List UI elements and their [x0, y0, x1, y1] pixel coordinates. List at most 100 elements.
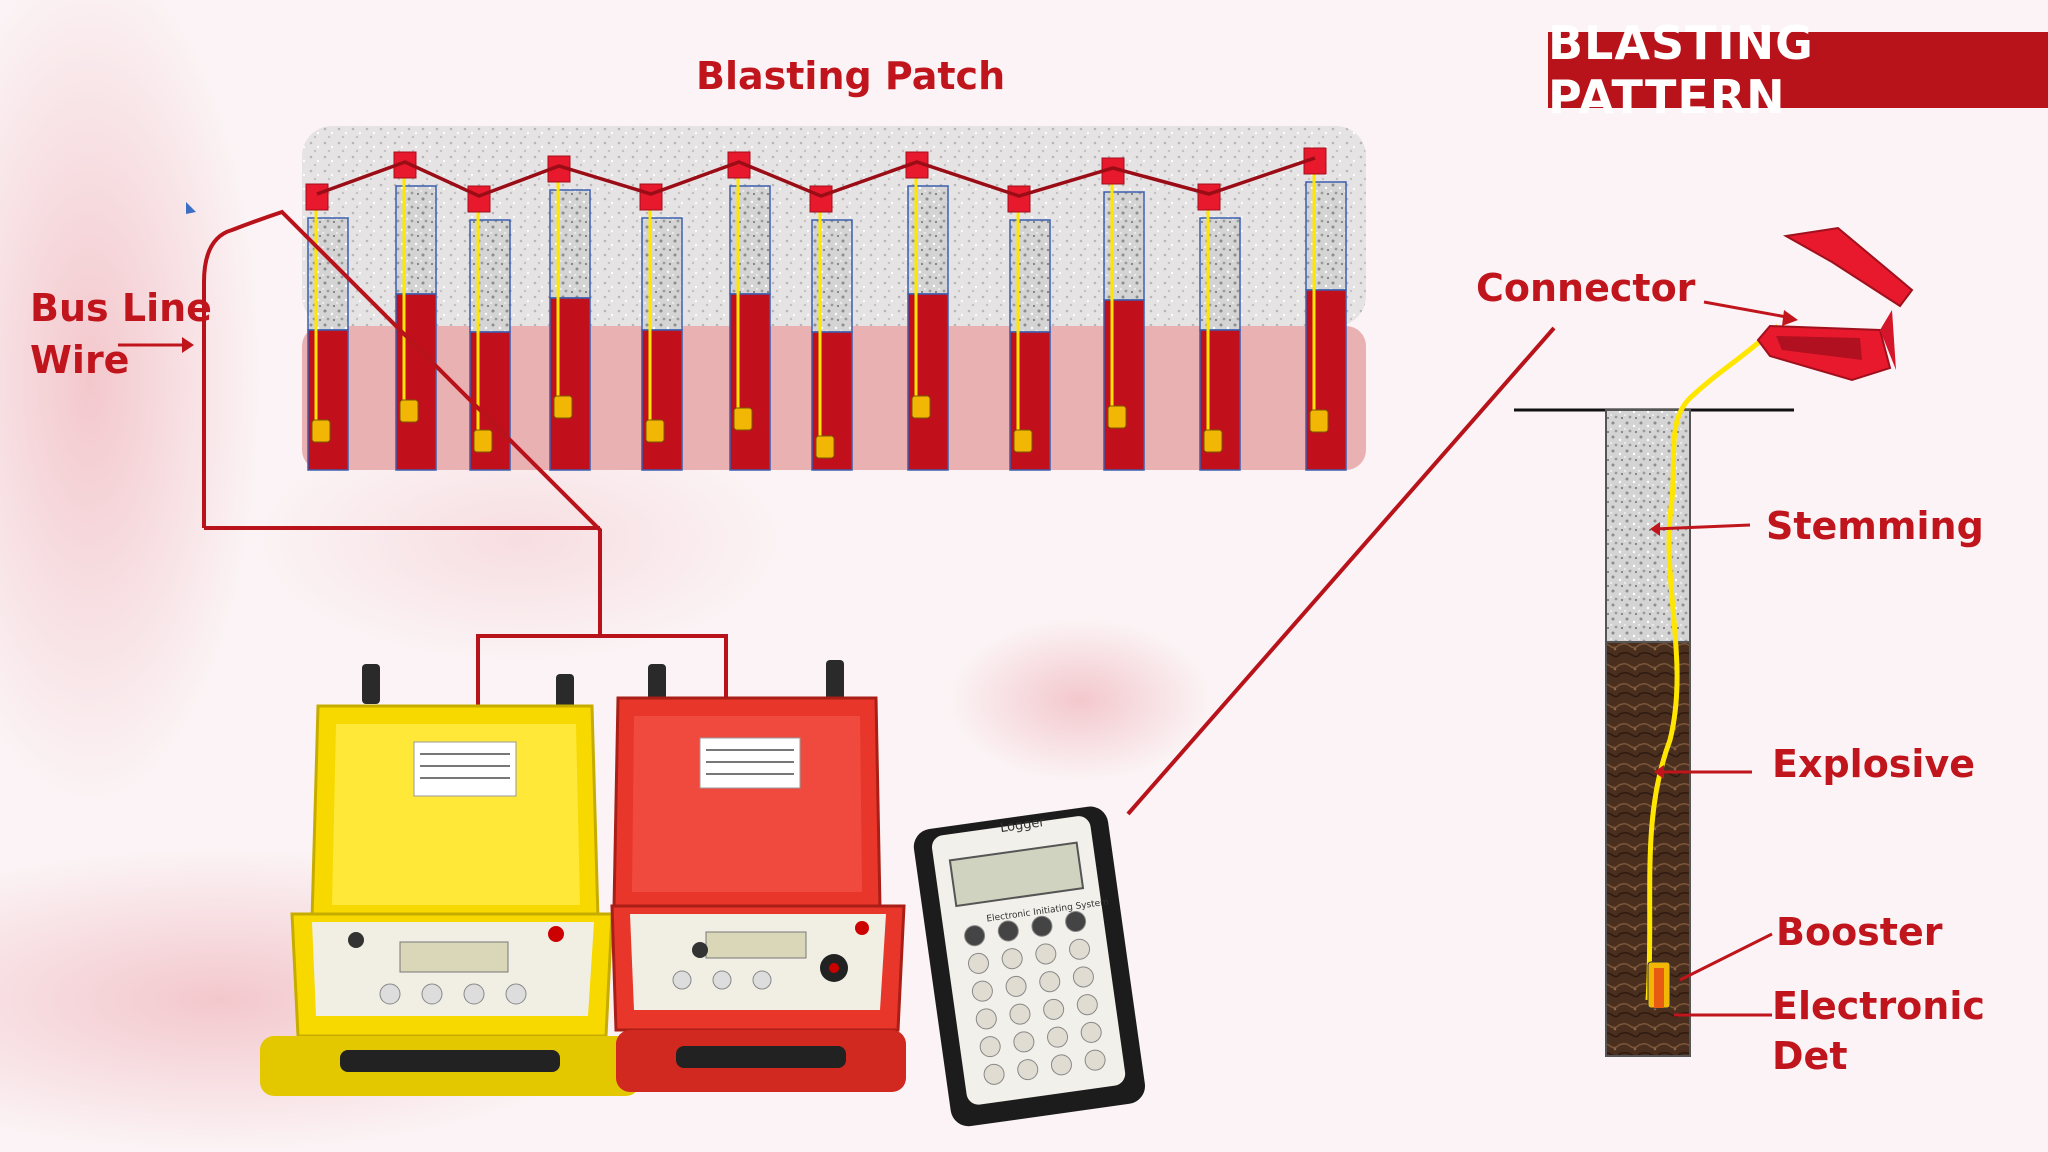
bg-smudge-center	[950, 620, 1210, 780]
hole-booster	[911, 395, 931, 419]
hole-charge	[641, 329, 683, 471]
hole-stemming	[641, 217, 683, 331]
hole-charge	[907, 293, 949, 471]
keypad-key	[1035, 943, 1057, 965]
keypad-key	[964, 925, 986, 947]
hole-stemming	[549, 189, 591, 299]
hole-stemming	[1305, 181, 1347, 291]
patch-bus-wire	[316, 156, 1316, 198]
electronic-det-label-2: Det	[1772, 1034, 1848, 1078]
hole-charge	[307, 329, 349, 471]
hole-stemming	[1199, 217, 1241, 331]
terminal-knob	[348, 932, 364, 948]
bg-smudge-left	[0, 0, 260, 800]
keypad-key	[1076, 994, 1098, 1016]
hole-stemming	[469, 219, 511, 333]
keypad-key	[1084, 1049, 1106, 1071]
case-latch	[362, 664, 380, 704]
detonator-lead-wire	[1645, 324, 1780, 1001]
keypad-key	[1043, 998, 1065, 1020]
hole-charge	[1103, 299, 1145, 471]
keypad-key	[1005, 975, 1027, 997]
hole-booster	[553, 395, 573, 419]
keypad-key	[1001, 948, 1023, 970]
hole-stemming	[729, 185, 771, 295]
hole-cross-section	[1514, 324, 1794, 1057]
terminal-knob	[548, 926, 564, 942]
keypad-key	[1039, 971, 1061, 993]
hole-connector	[809, 185, 833, 213]
keypad-key	[1069, 938, 1091, 960]
case-handle	[340, 1050, 560, 1072]
case-lid-inner	[332, 724, 580, 905]
keypad-key	[968, 952, 990, 974]
case-handle	[676, 1046, 846, 1068]
yellow-control-case	[260, 664, 640, 1096]
bus-line-label: Bus Line	[30, 286, 212, 330]
hole-booster	[1203, 429, 1223, 453]
keypad-key	[1031, 915, 1053, 937]
hole-connector	[467, 185, 491, 213]
device-display	[399, 941, 509, 973]
keypad-key	[971, 980, 993, 1002]
case-lid-inner	[632, 716, 862, 892]
spec-sticker	[413, 741, 517, 797]
hole-booster	[1013, 429, 1033, 453]
keypad-key	[983, 1063, 1005, 1085]
red-control-case	[610, 660, 906, 1092]
leader-line	[1126, 326, 1556, 816]
hole-booster	[815, 435, 835, 459]
control-panel	[630, 914, 886, 1010]
bus-line-wire	[202, 209, 602, 706]
keypad-key	[1047, 1026, 1069, 1048]
connector-icon	[1756, 226, 1914, 382]
hole-booster	[399, 399, 419, 423]
handheld-logger	[913, 806, 1146, 1127]
hole-stemming	[395, 185, 437, 295]
hole-charge	[1305, 289, 1347, 471]
hole-booster	[645, 419, 665, 443]
hole-booster	[473, 429, 493, 453]
hole-booster	[311, 419, 331, 443]
hole-stemming	[1103, 191, 1145, 301]
keypad-key	[1013, 1031, 1035, 1053]
hole-charge	[395, 293, 437, 471]
connector-label: Connector	[1476, 266, 1696, 310]
stemming-column	[1605, 409, 1691, 643]
hole-charge	[549, 297, 591, 471]
page-title: BLASTING PATTERN	[1548, 16, 2048, 124]
keypad-key	[997, 920, 1019, 942]
explosive-label: Explosive	[1772, 742, 1975, 786]
stemming-label: Stemming	[1766, 504, 1984, 548]
label-leaders	[1650, 300, 1798, 1017]
blast-holes	[305, 147, 1347, 471]
hole-booster	[1107, 405, 1127, 429]
hole-connector	[1007, 185, 1031, 213]
keypad-key	[1009, 1003, 1031, 1025]
hole-connector	[305, 183, 329, 211]
hole-booster	[733, 407, 753, 431]
hole-stemming	[1009, 219, 1051, 333]
hole-stemming	[907, 185, 949, 295]
keypad-key	[1017, 1059, 1039, 1081]
keypad-key	[1065, 910, 1087, 932]
bg-smudge-mid	[260, 420, 780, 660]
hole-connector	[1197, 183, 1221, 211]
bus-line-label-wire: Wire	[30, 338, 130, 382]
device-display	[705, 931, 807, 959]
hole-connector	[639, 183, 663, 211]
booster-label: Booster	[1776, 910, 1943, 954]
logger-screen	[948, 841, 1085, 908]
keypad-key	[1050, 1054, 1072, 1076]
bus-line-branch	[600, 634, 728, 706]
electronic-detonator	[1654, 968, 1664, 1008]
keypad-key	[975, 1008, 997, 1030]
electronic-det-label: Electronic	[1772, 984, 1985, 1028]
keypad-key	[979, 1036, 1001, 1058]
keypad-key	[1072, 966, 1094, 988]
logger-keypad	[964, 910, 1106, 1085]
case-latch	[556, 674, 574, 714]
bus-line-arrowhead	[182, 337, 194, 353]
small-marker-icon	[186, 202, 196, 214]
